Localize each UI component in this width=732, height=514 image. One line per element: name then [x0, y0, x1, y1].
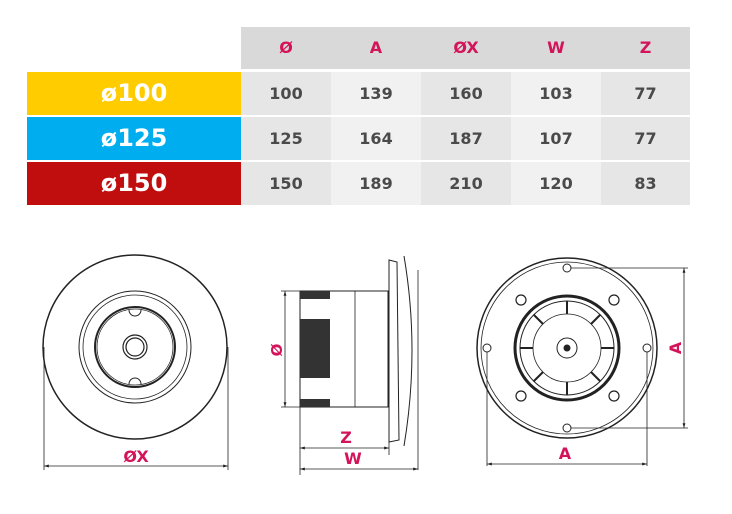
header-diameter: Ø: [279, 38, 293, 57]
dimension-label-w: W: [344, 449, 362, 468]
dimension-label-z: Z: [340, 428, 352, 447]
technical-drawings: ØX Ø Z W: [42, 254, 688, 475]
table-cell: 160: [421, 72, 511, 115]
table-cell: 187: [421, 117, 511, 160]
header-a: A: [369, 38, 383, 57]
side-view-drawing: [281, 255, 419, 475]
table-cell: 120: [511, 162, 601, 205]
header-z: Z: [639, 38, 652, 57]
table-cell: 189: [331, 162, 421, 205]
header-diameter-x: ØX: [453, 38, 479, 57]
header-w: W: [547, 38, 565, 57]
dimension-label-diameter-x: ØX: [123, 447, 149, 466]
table-header: Ø A ØX W Z: [241, 27, 690, 69]
table-cell: 83: [601, 162, 690, 205]
row-label-150: ø150: [27, 162, 241, 205]
row-label-100: ø100: [27, 72, 241, 115]
table-cell: 103: [511, 72, 601, 115]
table-cell: 125: [241, 117, 331, 160]
table-cell: 107: [511, 117, 601, 160]
table-cell: 210: [421, 162, 511, 205]
row-label-125: ø125: [27, 117, 241, 160]
dimension-label-diameter: Ø: [268, 343, 286, 356]
table-cell: 150: [241, 162, 331, 205]
back-view-drawing: [476, 257, 688, 466]
table-cell: 100: [241, 72, 331, 115]
table-cell: 139: [331, 72, 421, 115]
front-view-drawing: [42, 254, 229, 470]
table-cell: 77: [601, 72, 690, 115]
dimension-label-a-horizontal: A: [559, 444, 572, 463]
table-cell: 164: [331, 117, 421, 160]
table-cell: 77: [601, 117, 690, 160]
dimension-label-a-vertical: A: [666, 341, 685, 354]
